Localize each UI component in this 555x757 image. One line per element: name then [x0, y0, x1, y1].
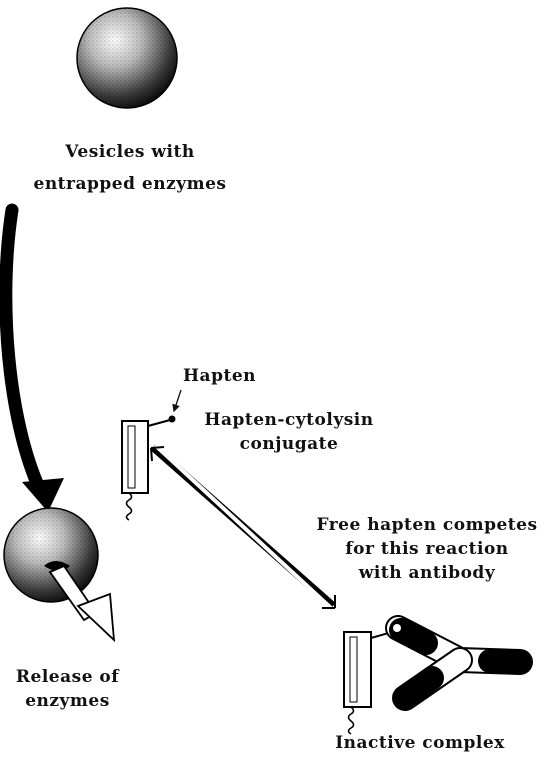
label-release-line2: enzymes: [0, 689, 135, 713]
label-competes: Free hapten competes for this reaction w…: [302, 513, 552, 585]
label-conjugate-line1: Hapten-cytolysin: [194, 408, 384, 432]
hapten-dot: [169, 416, 176, 423]
label-hapten: Hapten: [183, 364, 256, 388]
label-release: Release of enzymes: [0, 665, 135, 713]
label-vesicles-line2: entrapped enzymes: [30, 172, 230, 196]
label-conjugate-line2: conjugate: [194, 432, 384, 456]
label-inactive: Inactive complex: [300, 731, 540, 755]
label-conjugate: Hapten-cytolysin conjugate: [194, 408, 384, 456]
hapten-pointer: [174, 390, 181, 411]
label-competes-line3: with antibody: [302, 561, 552, 585]
label-competes-line1: Free hapten competes: [302, 513, 552, 537]
lysis-arrow: [6, 210, 64, 512]
cytolysin-conjugate: [122, 416, 176, 521]
antibody: [393, 624, 520, 698]
inactive-complex: [344, 624, 520, 734]
label-competes-line2: for this reaction: [302, 537, 552, 561]
label-release-line1: Release of: [0, 665, 135, 689]
label-vesicles: Vesicles with entrapped enzymes: [30, 140, 230, 196]
label-vesicles-line1: Vesicles with: [30, 140, 230, 164]
vesicle-intact: [77, 8, 177, 108]
vesicle-lysed: [4, 508, 98, 602]
